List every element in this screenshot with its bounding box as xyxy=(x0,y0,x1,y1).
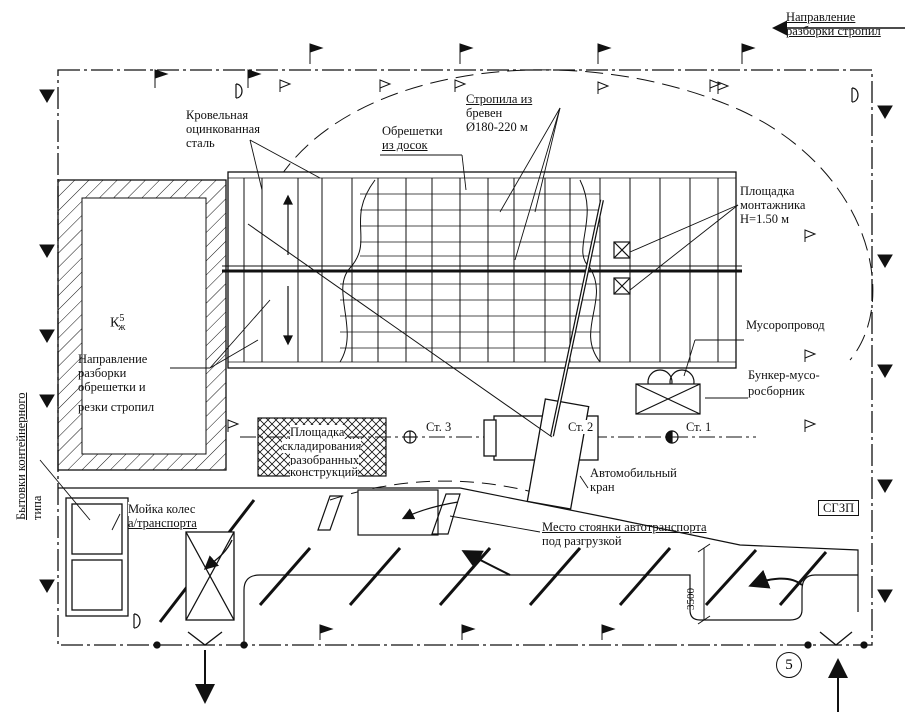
movement-arrows xyxy=(195,20,905,712)
label-bunker-1: Бункер-мусо- xyxy=(748,368,820,382)
leader-lines xyxy=(39,107,748,533)
label-storage-1: Площадка xyxy=(290,425,345,439)
label-garbage-chute: Мусоропровод xyxy=(746,318,825,332)
label-direction-rafters-1: Направление xyxy=(786,10,856,24)
roof-structure xyxy=(222,171,742,369)
building-mark: К xyxy=(110,315,120,331)
containers xyxy=(65,497,129,617)
label-parking-2: под разгрузкой xyxy=(542,534,622,548)
label-building-k5: К5ж xyxy=(110,312,125,335)
label-st2: Ст. 2 xyxy=(568,420,594,434)
building-sup: 5 xyxy=(119,313,125,324)
label-auto-crane-2: кран xyxy=(590,480,615,494)
gates xyxy=(153,631,868,649)
label-wheel-wash-2: а/транспорта xyxy=(128,516,197,530)
label-installer-platform-1: Площадка xyxy=(740,184,795,198)
parking-area xyxy=(58,487,859,642)
break-line-2 xyxy=(579,179,601,363)
label-wheel-wash-1: Мойка колес xyxy=(128,502,196,516)
label-sheathing-1: Обрешетки xyxy=(382,124,443,138)
label-parking-1: Место стоянки автотранспорта xyxy=(542,520,707,534)
building-k5 xyxy=(57,179,227,471)
label-roofing-3: сталь xyxy=(186,136,215,150)
label-storage-2: складирования xyxy=(282,439,362,453)
label-direction-rafters-2: разборки стропил xyxy=(786,24,881,38)
label-rafters-logs-3: Ø180-220 м xyxy=(466,120,528,134)
installer-platforms xyxy=(613,241,631,295)
label-direction-sheathing-1: Направление xyxy=(78,352,148,366)
marker-5: 5 xyxy=(776,652,802,678)
label-bunker-2: росборник xyxy=(748,384,805,398)
label-containers-2: типа xyxy=(30,495,44,520)
label-auto-crane-1: Автомобильный xyxy=(590,466,677,480)
label-st1: Ст. 1 xyxy=(686,420,712,434)
parking-stripes xyxy=(158,499,828,623)
label-installer-platform-3: H=1.50 м xyxy=(740,212,789,226)
label-roofing-2: оцинкованная xyxy=(186,122,260,136)
label-direction-sheathing-2: разборки xyxy=(78,366,127,380)
garbage-bunker xyxy=(635,369,701,415)
label-rafters-logs-1: Стропила из xyxy=(466,92,533,106)
label-st3: Ст. 3 xyxy=(426,420,452,434)
label-dimension: 3500 xyxy=(685,588,697,610)
open-flags xyxy=(227,79,817,432)
fence-flags xyxy=(39,43,893,640)
crane-radius xyxy=(257,69,874,361)
label-roofing-1: Кровельная xyxy=(186,108,249,122)
wheel-wash xyxy=(185,531,235,621)
break-line xyxy=(339,179,376,363)
label-installer-platform-2: монтажника xyxy=(740,198,806,212)
label-storage-3: разобранных xyxy=(290,453,360,467)
dismantle-direction-arrows xyxy=(283,194,293,346)
building-sub: ж xyxy=(118,322,126,334)
label-direction-sheathing-3: обрешетки и xyxy=(78,380,146,394)
label-containers-1: Бытовки контейнерного xyxy=(14,392,28,520)
label-sheathing-2: из досок xyxy=(382,138,428,152)
label-direction-sheathing-4: резки стропил xyxy=(78,400,155,414)
label-rafters-logs-2: бревен xyxy=(466,106,503,120)
sheathing-boards xyxy=(340,193,600,349)
dimension-3500 xyxy=(697,543,711,625)
label-sgzp: СГЗП xyxy=(818,500,860,516)
label-storage-4: конструкций xyxy=(290,465,359,479)
light-posts xyxy=(133,83,859,629)
